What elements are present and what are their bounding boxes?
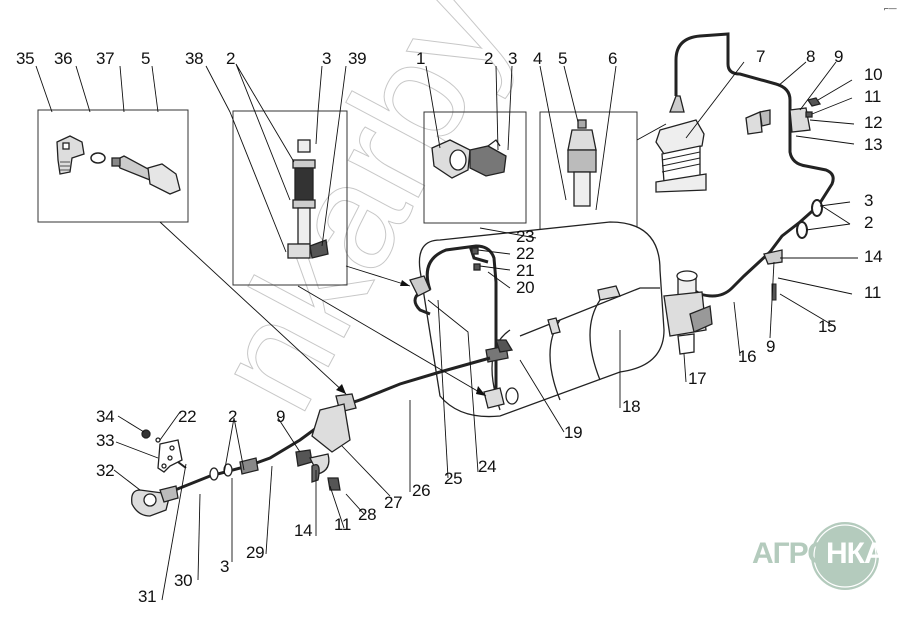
leader-lines	[35, 61, 858, 601]
callout-6: 6	[608, 49, 618, 68]
left-fittings	[209, 393, 357, 491]
callout-3: 3	[508, 49, 518, 68]
callout-36: 36	[54, 49, 73, 68]
agronka-logo	[811, 522, 879, 590]
callout-11: 11	[864, 283, 882, 302]
callout-23: 23	[516, 227, 535, 246]
callout-3: 3	[864, 191, 874, 210]
callout-22: 22	[516, 244, 535, 263]
callout-9: 9	[276, 407, 286, 426]
callout-19: 19	[564, 423, 583, 442]
coupling-head-icon	[131, 485, 179, 517]
callout-25: 25	[444, 469, 463, 488]
callout-30: 30	[174, 571, 193, 590]
hose-fitting-vertical-icon	[287, 139, 329, 259]
compressor-icon	[655, 95, 707, 193]
callout-28: 28	[358, 505, 377, 524]
callout-31: 31	[138, 587, 157, 606]
callout-3: 3	[322, 49, 332, 68]
callout-2: 2	[864, 213, 874, 232]
callout-27: 27	[384, 493, 403, 512]
callout-38: 38	[185, 49, 204, 68]
callout-10: 10	[864, 65, 883, 84]
center-fittings	[409, 247, 519, 409]
callout-16: 16	[738, 347, 757, 366]
union-fitting-icon	[111, 155, 181, 195]
elbow-fitting-icon	[56, 135, 85, 175]
callout-34: 34	[96, 407, 115, 426]
callout-20: 20	[516, 278, 535, 297]
watermark-logo-left: АГРО	[752, 537, 831, 570]
callout-18: 18	[622, 397, 641, 416]
callout-37: 37	[96, 49, 115, 68]
hose-clamps-right	[763, 199, 823, 301]
callout-21: 21	[516, 261, 535, 280]
callout-2: 2	[484, 49, 494, 68]
callout-29: 29	[246, 543, 265, 562]
callout-17: 17	[688, 369, 707, 388]
bracket-icon	[141, 429, 187, 473]
callout-13: 13	[864, 135, 883, 154]
callout-4: 4	[533, 49, 543, 68]
callout-1: 1	[416, 49, 426, 68]
callout-11: 11	[864, 87, 882, 106]
inset-box-fittings-left	[37, 109, 189, 223]
callout-35: 35	[16, 49, 35, 68]
inset-box-fittings-middle	[232, 110, 348, 286]
callout-33: 33	[96, 431, 115, 450]
inset-box-fittings-center-a	[423, 111, 527, 224]
callout-26: 26	[412, 481, 431, 500]
callout-12: 12	[864, 113, 883, 132]
callout-5: 5	[141, 49, 151, 68]
callout-32: 32	[96, 461, 115, 480]
air-receiver-tank-icon	[418, 221, 665, 418]
callout-24: 24	[478, 457, 497, 476]
callout-9: 9	[766, 337, 776, 356]
watermark-logo-right: НКА	[826, 537, 886, 570]
callout-2: 2	[228, 407, 238, 426]
callout-14: 14	[864, 247, 883, 266]
callout-14: 14	[294, 521, 313, 540]
callout-5: 5	[558, 49, 568, 68]
callout-3: 3	[220, 557, 230, 576]
callout-39: 39	[348, 49, 367, 68]
callout-22: 22	[178, 407, 197, 426]
callout-8: 8	[806, 47, 816, 66]
callout-11: 11	[334, 515, 352, 534]
pressure-regulator-icon	[663, 270, 713, 355]
callout-7: 7	[756, 47, 766, 66]
pressure-pipe	[674, 32, 835, 298]
pipe-clamps-right	[745, 97, 822, 135]
callout-15: 15	[818, 317, 837, 336]
callout-2: 2	[226, 49, 236, 68]
corner-mark: ⌐—	[884, 4, 897, 13]
elbow-nut-fitting-icon	[431, 139, 507, 179]
callout-9: 9	[834, 47, 844, 66]
leader-arrowheads	[336, 280, 486, 396]
washer-icon	[90, 152, 106, 164]
